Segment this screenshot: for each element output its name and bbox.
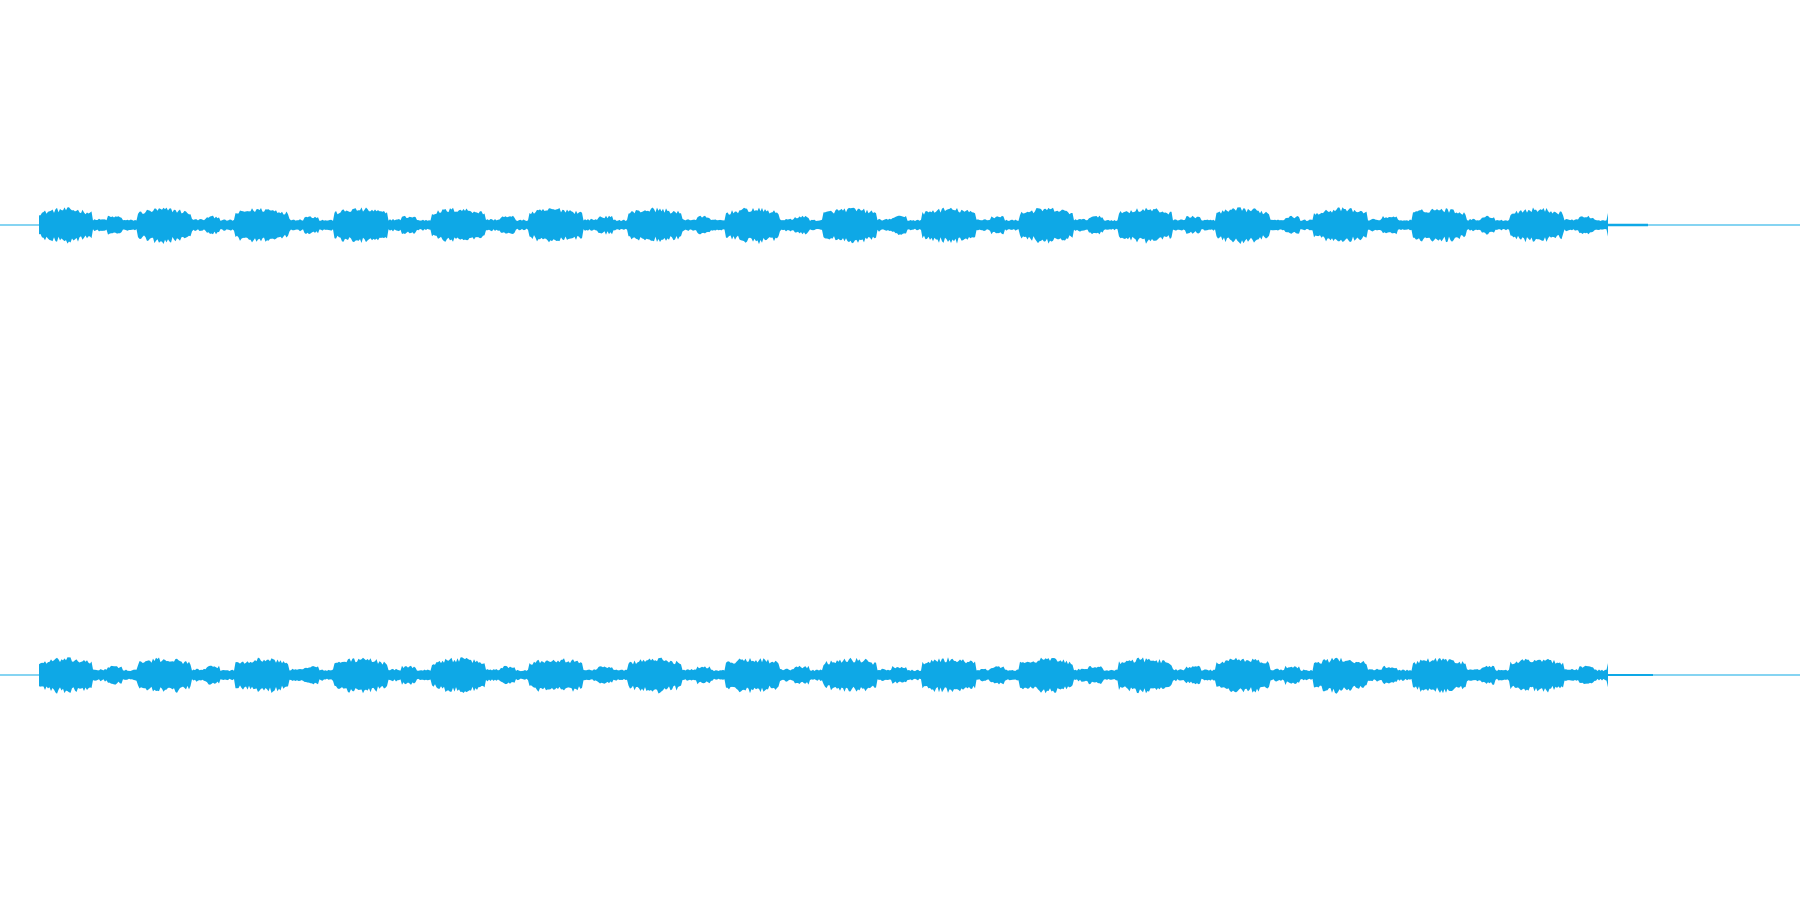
waveform-channel-1-svg <box>0 207 1800 245</box>
waveform-channel-1-envelope <box>39 207 1608 245</box>
waveform-channel-2[interactable] <box>0 615 1800 735</box>
waveform-channel-1[interactable] <box>0 165 1800 285</box>
waveform-channel-2-envelope <box>39 657 1608 694</box>
waveform-channel-2-svg <box>0 657 1800 694</box>
